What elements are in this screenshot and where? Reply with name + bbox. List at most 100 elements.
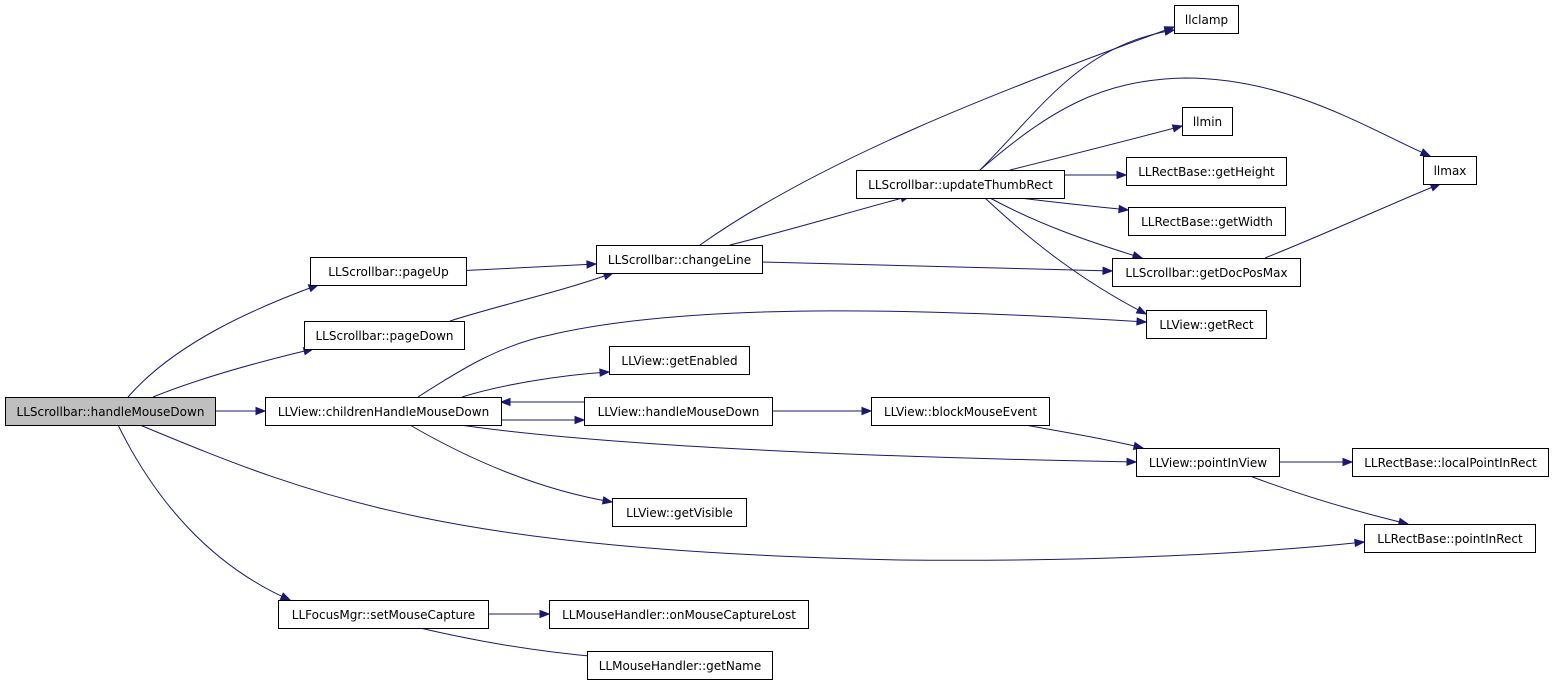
node-localPointInRect[interactable]: LLRectBase::localPointInRect (1352, 448, 1549, 477)
node-box[interactable] (856, 170, 1065, 199)
edge-line (461, 371, 610, 398)
node-getRect[interactable]: LLView::getRect (1146, 310, 1267, 339)
edge-line (419, 627, 601, 658)
node-label: LLScrollbar::changeLine (608, 253, 751, 267)
node-llmax[interactable]: llmax (1423, 156, 1477, 185)
node-box[interactable] (1423, 156, 1477, 185)
node-childrenHMD[interactable]: LLView::childrenHandleMouseDown (265, 397, 502, 426)
edge-arrowhead (1354, 538, 1366, 548)
node-box[interactable] (549, 600, 809, 629)
edge-arrowhead (1171, 124, 1184, 133)
node-box[interactable] (304, 321, 465, 350)
edge-childrenHMD-to-getRect (417, 310, 1148, 398)
edge-arrowhead (574, 415, 586, 425)
edge-line (761, 261, 1113, 272)
node-pageUp[interactable]: LLScrollbar::pageUp (310, 257, 467, 286)
node-box[interactable] (1112, 258, 1301, 287)
node-box[interactable] (265, 397, 502, 426)
edge-arrowhead (1131, 251, 1144, 260)
edge-line (979, 29, 1175, 171)
edge-changeLine-to-updateThumbRect (729, 194, 912, 246)
node-getEnabled[interactable]: LLView::getEnabled (609, 346, 750, 375)
node-box[interactable] (310, 257, 467, 286)
node-root[interactable]: LLScrollbar::handleMouseDown (5, 397, 216, 426)
node-box[interactable] (1128, 207, 1286, 236)
node-label: LLView::blockMouseEvent (884, 405, 1037, 419)
edge-line (1009, 125, 1183, 171)
node-pageDown[interactable]: LLScrollbar::pageDown (304, 321, 465, 350)
node-box[interactable] (584, 397, 773, 426)
node-label: LLView::getRect (1159, 318, 1253, 332)
node-label: LLScrollbar::pageDown (315, 329, 453, 343)
node-llmin[interactable]: llmin (1182, 107, 1233, 136)
node-box[interactable] (1174, 5, 1239, 34)
edge-root-to-pageDown (152, 347, 315, 398)
edge-arrowhead (1419, 148, 1432, 157)
edge-arrowhead (1126, 457, 1138, 467)
node-pointInView[interactable]: LLView::pointInView (1136, 448, 1280, 477)
node-label: llmin (1193, 115, 1222, 129)
edge-childrenHMD-to-pointInView (459, 424, 1138, 467)
edge-line (979, 77, 1431, 171)
node-label: LLScrollbar::handleMouseDown (17, 405, 205, 419)
edge-line (1024, 424, 1144, 449)
edge-root-to-pointInRect (139, 424, 1366, 561)
node-box[interactable] (1136, 448, 1280, 477)
node-updateThumbRect[interactable]: LLScrollbar::updateThumbRect (856, 170, 1065, 199)
node-box[interactable] (1182, 107, 1233, 136)
node-box[interactable] (587, 651, 773, 680)
node-label: LLRectBase::getWidth (1141, 215, 1273, 229)
edge-arrowhead (1118, 204, 1130, 214)
node-label: LLView::handleMouseDown (598, 405, 760, 419)
node-label: LLScrollbar::getDocPosMax (1125, 266, 1287, 280)
edge-root-to-childrenHMD (215, 406, 267, 416)
node-setMouseCapture[interactable]: LLFocusMgr::setMouseCapture (278, 600, 489, 629)
node-box[interactable] (278, 600, 489, 629)
edge-blockMouseEvent-to-pointInView (1024, 424, 1145, 450)
node-viewHMD[interactable]: LLView::handleMouseDown (584, 397, 773, 426)
node-box[interactable] (596, 245, 763, 274)
node-changeLine[interactable]: LLScrollbar::changeLine (596, 245, 763, 274)
edge-viewHMD-to-childrenHMD (499, 397, 584, 407)
node-box[interactable] (1352, 448, 1549, 477)
node-label: LLRectBase::localPointInRect (1364, 456, 1537, 470)
node-box[interactable] (1126, 157, 1287, 186)
node-box[interactable] (5, 397, 216, 426)
edge-arrowhead (279, 592, 292, 601)
node-getWidth[interactable]: LLRectBase::getWidth (1128, 207, 1286, 236)
node-getVisible[interactable]: LLView::getVisible (612, 498, 747, 527)
edge-updateThumbRect-to-getWidth (1019, 197, 1130, 214)
edge-arrowhead (586, 260, 598, 269)
edge-line (449, 272, 614, 322)
node-label: LLMouseHandler::getName (599, 659, 762, 673)
node-label: LLView::getVisible (626, 506, 733, 520)
node-llclamp[interactable]: llclamp (1174, 5, 1239, 34)
edge-arrowhead (1135, 305, 1148, 315)
node-getDocPosMax[interactable]: LLScrollbar::getDocPosMax (1112, 258, 1301, 287)
node-box[interactable] (1146, 310, 1267, 339)
node-label: LLRectBase::getHeight (1138, 165, 1275, 179)
node-box[interactable] (612, 498, 747, 527)
node-box[interactable] (609, 346, 750, 375)
nodes-layer: LLScrollbar::handleMouseDown LLScrollbar:… (5, 5, 1549, 680)
node-blockMouseEvent[interactable]: LLView::blockMouseEvent (871, 397, 1050, 426)
node-box[interactable] (1364, 524, 1536, 553)
edge-updateThumbRect-to-getHeight (1064, 170, 1128, 180)
edge-line (1264, 183, 1441, 259)
node-pointInRect[interactable]: LLRectBase::pointInRect (1364, 524, 1536, 553)
edge-arrowhead (499, 397, 511, 407)
edge-line (459, 424, 1137, 463)
node-getName[interactable]: LLMouseHandler::getName (587, 651, 773, 680)
node-box[interactable] (871, 397, 1050, 426)
node-label: LLScrollbar::pageUp (328, 265, 448, 279)
edge-arrowhead (601, 496, 614, 505)
edge-line (1019, 197, 1129, 211)
edge-pageUp-to-changeLine (454, 260, 598, 272)
edge-updateThumbRect-to-llclamp (979, 27, 1176, 171)
edge-arrowhead (1342, 457, 1354, 467)
node-getHeight[interactable]: LLRectBase::getHeight (1126, 157, 1287, 186)
edge-getDocPosMax-to-llmax (1264, 183, 1442, 259)
node-onMouseCaptureLost[interactable]: LLMouseHandler::onMouseCaptureLost (549, 600, 809, 629)
edge-line (127, 284, 319, 398)
